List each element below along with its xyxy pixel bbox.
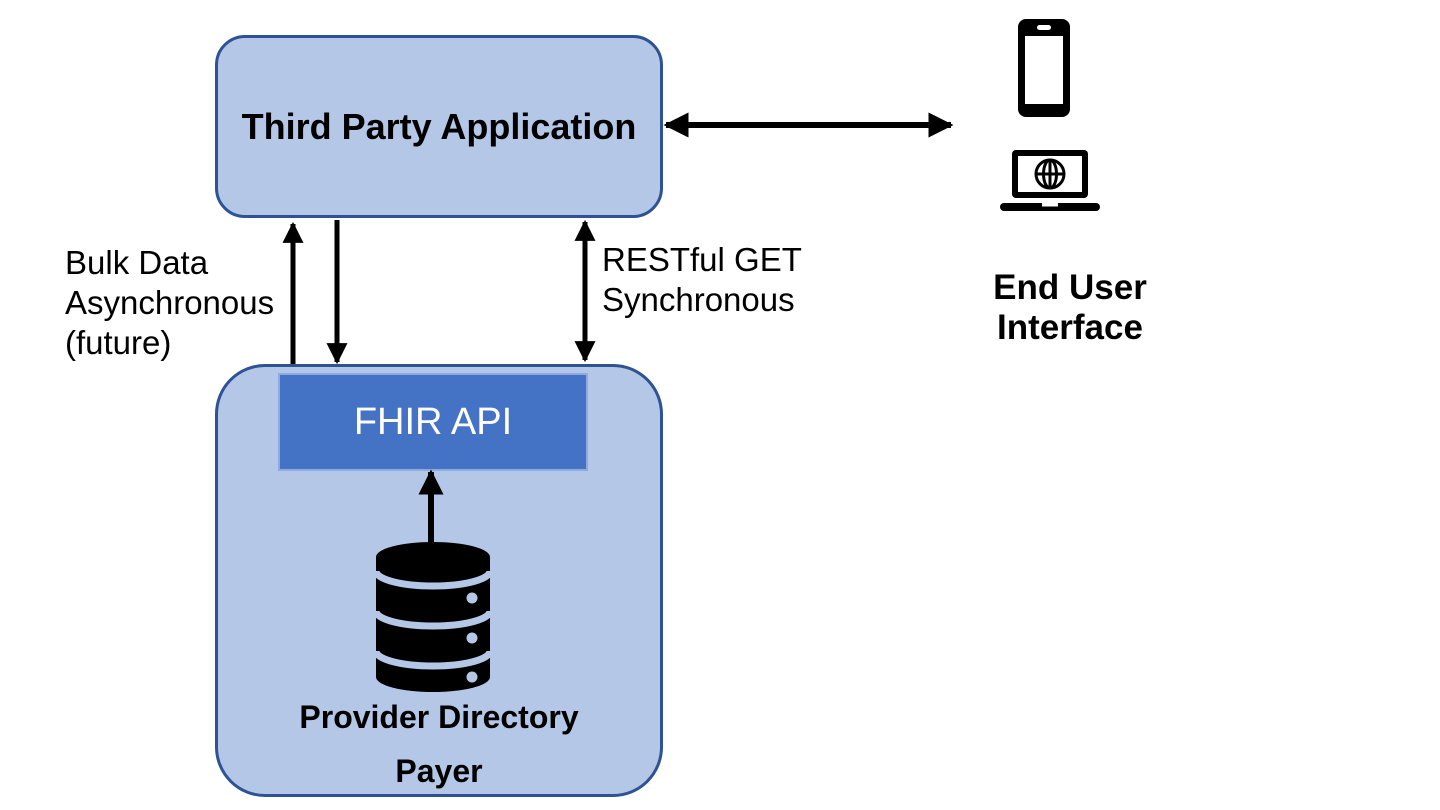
provider-directory-label: Provider Directory bbox=[299, 699, 579, 735]
third-party-application-box: Third Party Application bbox=[215, 35, 663, 218]
fhir-api-label: FHIR API bbox=[353, 400, 513, 443]
smartphone-icon bbox=[1018, 19, 1070, 117]
laptop-icon bbox=[1000, 150, 1100, 211]
restful-get-edge-label: RESTful GET Synchronous bbox=[602, 240, 802, 320]
restful-line-1: RESTful GET bbox=[602, 241, 802, 278]
restful-line-2: Synchronous bbox=[602, 281, 795, 318]
bulk-data-edge-label: Bulk Data Asynchronous (future) bbox=[65, 243, 274, 363]
bulk-data-line-2: Asynchronous bbox=[65, 284, 275, 321]
end-user-interface-label: End User Interface bbox=[993, 268, 1147, 347]
fhir-api-box: FHIR API bbox=[278, 373, 588, 471]
bulk-data-line-1: Bulk Data bbox=[65, 244, 209, 281]
third-party-application-label: Third Party Application bbox=[241, 105, 637, 147]
bulk-data-line-3: (future) bbox=[65, 324, 172, 361]
database-icon bbox=[375, 542, 491, 692]
payer-box: FHIR API Provider Directory Payer bbox=[215, 364, 663, 797]
payer-label: Payer bbox=[395, 753, 483, 789]
globe-icon bbox=[1034, 158, 1066, 190]
